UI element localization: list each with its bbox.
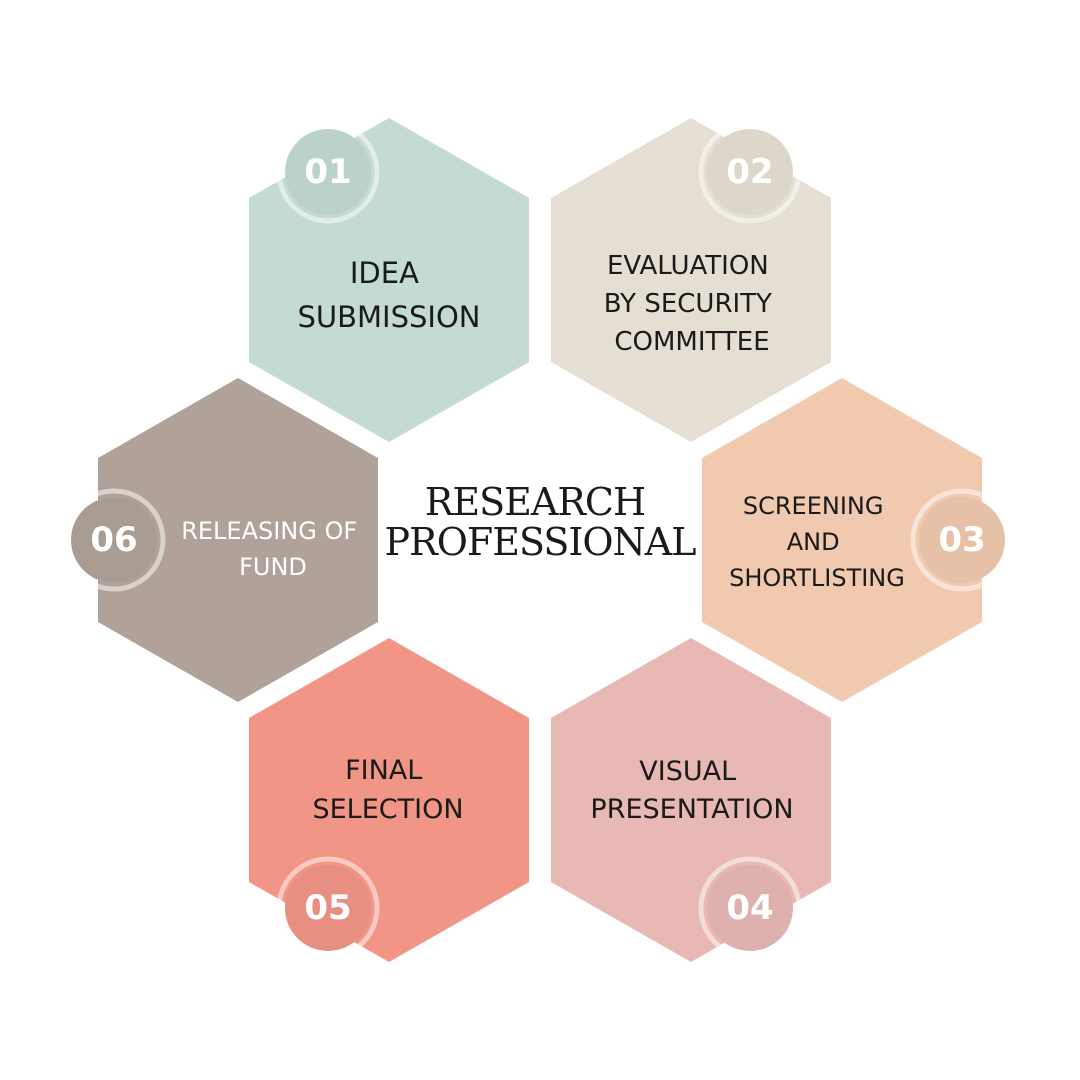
step-02-label-line: COMMITTEE [614,327,769,357]
step-01-label: IDEA SUBMISSION [298,256,481,334]
step-04: 04 VISUAL PRESENTATION [551,638,831,962]
step-05-label-line: FINAL [345,755,422,786]
step-02-badge: 02 [698,120,802,224]
step-04-label-line: VISUAL [639,756,736,787]
step-03-number: 03 [938,520,985,560]
step-06-label: RELEASING OF FUND [181,517,365,581]
step-04-label-line: PRESENTATION [590,794,793,825]
step-02-badge-circle [707,129,793,215]
step-05: 05 FINAL SELECTION [249,638,529,962]
step-03-label: SCREENING AND SHORTLISTING [729,492,905,592]
step-06-label-line: FUND [239,553,307,581]
step-04-label: VISUAL PRESENTATION [590,756,793,825]
center-title-line-2: PROFESSIONAL [385,520,697,564]
step-05-label-line: SELECTION [312,794,463,825]
step-03-label-line: AND [787,528,840,556]
step-03-badge-ring [910,488,1014,592]
step-03-badge: 03 [910,488,1014,592]
step-05-badge-circle [285,865,371,951]
step-05-number: 05 [304,888,351,928]
step-03-label-line: SHORTLISTING [729,564,905,592]
step-06-badge-circle [71,497,157,583]
step-05-label: FINAL SELECTION [312,755,463,825]
step-06-number: 06 [90,520,137,560]
step-02-label: EVALUATION BY SECURITY COMMITTEE [604,251,780,357]
step-01-label-line: SUBMISSION [298,300,481,334]
step-01: 01 IDEA SUBMISSION [249,118,529,442]
step-03-hexagon [702,378,982,702]
step-01-badge-circle [285,129,371,215]
center-title: RESEARCH PROFESSIONAL [385,480,697,564]
step-06-badge-ring [62,488,166,592]
step-01-badge-ring [276,120,380,224]
step-01-number: 01 [304,152,351,192]
step-02-label-line: EVALUATION [607,251,769,281]
step-05-badge-ring [276,856,380,960]
step-06: 06 RELEASING OF FUND [62,378,378,702]
step-04-number: 04 [726,888,773,928]
center-title-line-1: RESEARCH [425,480,645,524]
step-03: 03 SCREENING AND SHORTLISTING [702,378,1014,702]
step-03-badge-circle [919,497,1005,583]
step-04-badge-ring [698,856,802,960]
step-02-badge-ring [698,120,802,224]
step-02: 02 EVALUATION BY SECURITY COMMITTEE [551,118,831,442]
step-06-label-line: RELEASING OF [181,517,357,545]
step-05-badge: 05 [276,856,380,960]
step-01-label-line: IDEA [350,256,419,290]
step-02-label-line: BY SECURITY [604,289,772,319]
step-04-badge: 04 [698,856,802,960]
step-06-hexagon [98,378,378,702]
step-03-label-line: SCREENING [743,492,884,520]
step-02-number: 02 [726,152,773,192]
step-01-badge: 01 [276,120,380,224]
step-06-badge: 06 [62,488,166,592]
step-04-badge-circle [707,865,793,951]
